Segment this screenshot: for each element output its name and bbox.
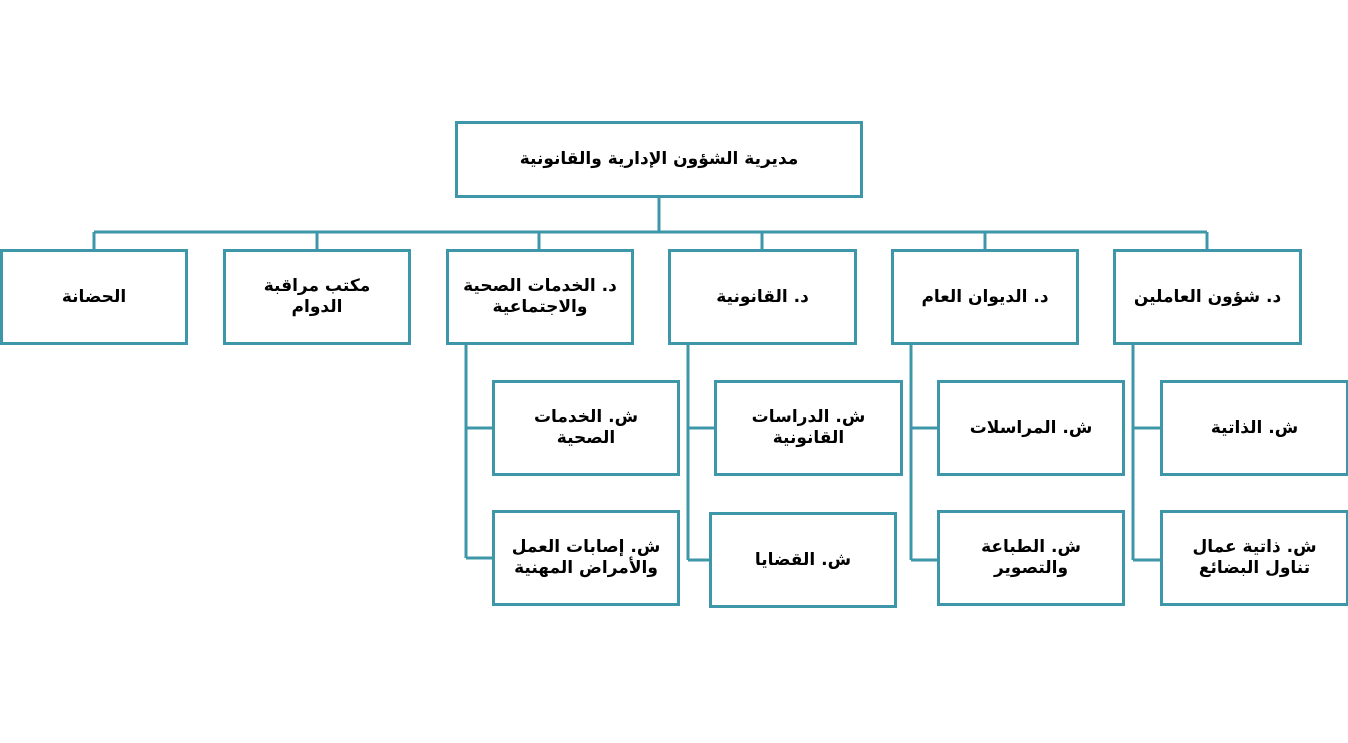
section-label: ش. الخدمات الصحية bbox=[533, 407, 639, 448]
department-label: د. الخدمات الصحية والاجتماعية bbox=[463, 276, 617, 317]
department-box: د. شؤون العاملين bbox=[1113, 249, 1302, 345]
department-label: د. شؤون العاملين bbox=[1133, 286, 1282, 307]
department-label: د. الديوان العام bbox=[921, 286, 1049, 307]
office-label: مكتب مراقبة الدوام bbox=[263, 276, 371, 317]
section-label: ش. الطباعة والتصوير bbox=[981, 537, 1081, 578]
section-box: ش. ذاتية عمال تناول البضائع bbox=[1160, 510, 1348, 606]
section-box: ش. الخدمات الصحية bbox=[492, 380, 680, 476]
department-box: د. القانونية bbox=[668, 249, 857, 345]
section-box: ش. الذاتية bbox=[1160, 380, 1348, 476]
department-label: د. القانونية bbox=[716, 286, 809, 307]
section-box: ش. إصابات العمل والأمراض المهنية bbox=[492, 510, 680, 606]
section-box: ش. المراسلات bbox=[937, 380, 1125, 476]
section-label: ش. ذاتية عمال تناول البضائع bbox=[1192, 537, 1317, 578]
department-box: د. الخدمات الصحية والاجتماعية bbox=[446, 249, 634, 345]
section-label: ش. إصابات العمل والأمراض المهنية bbox=[511, 537, 661, 578]
nursery-label: الحضانة bbox=[61, 286, 127, 307]
section-box: ش. الدراسات القانونية bbox=[714, 380, 903, 476]
root-box: مديرية الشؤون الإدارية والقانونية bbox=[455, 121, 863, 198]
section-box: ش. الطباعة والتصوير bbox=[937, 510, 1125, 606]
section-label: ش. الدراسات القانونية bbox=[751, 407, 866, 448]
office-box: مكتب مراقبة الدوام bbox=[223, 249, 411, 345]
section-label: ش. القضايا bbox=[754, 549, 852, 570]
section-box: ش. القضايا bbox=[709, 512, 897, 608]
department-box: د. الديوان العام bbox=[891, 249, 1079, 345]
section-label: ش. المراسلات bbox=[969, 417, 1093, 438]
root-label: مديرية الشؤون الإدارية والقانونية bbox=[519, 149, 799, 169]
nursery-box: الحضانة bbox=[0, 249, 188, 345]
section-label: ش. الذاتية bbox=[1210, 417, 1299, 438]
